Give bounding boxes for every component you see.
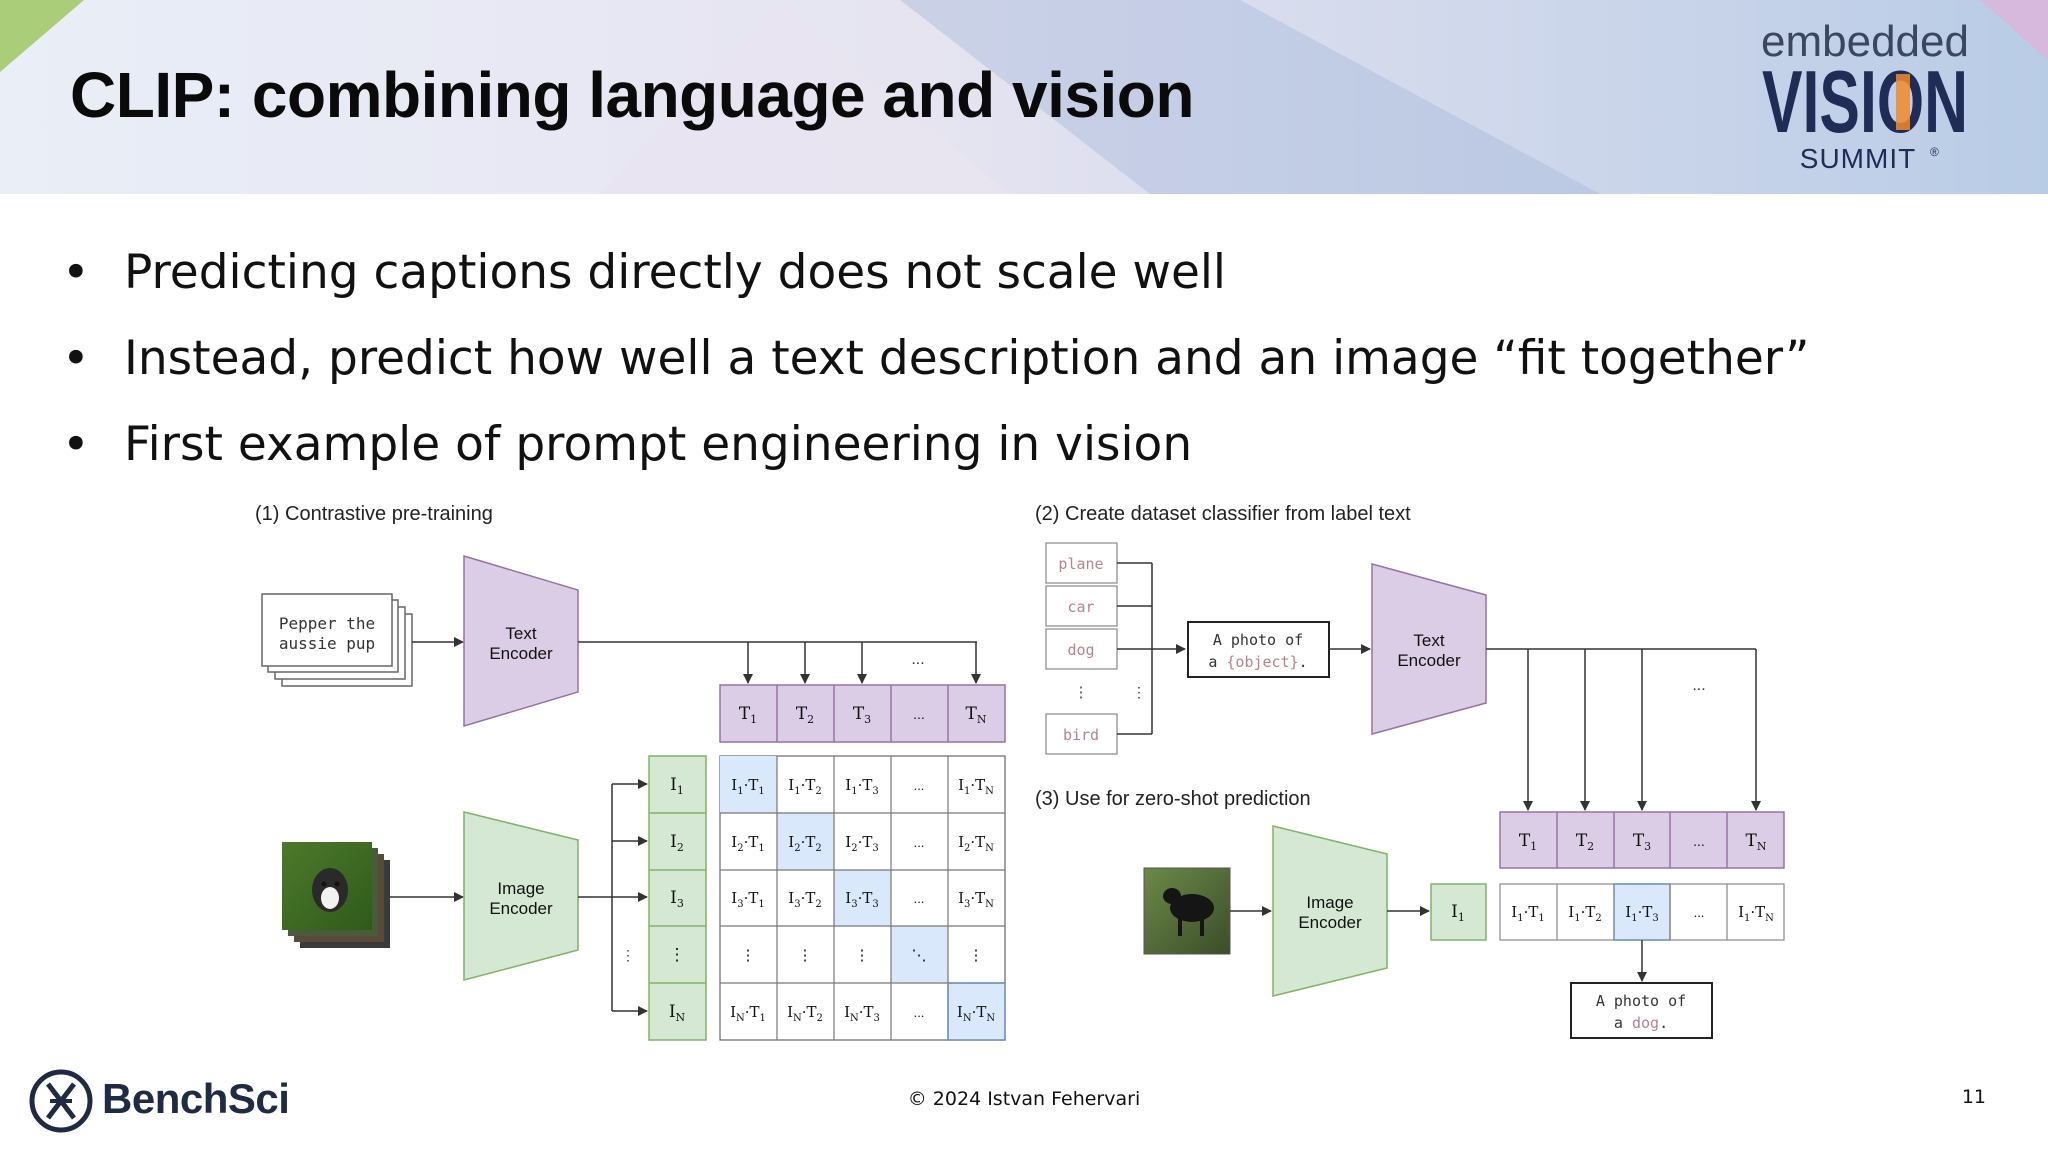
svg-text:⋮: ⋮	[1074, 683, 1089, 701]
benchsci-logo-text: BenchSci	[102, 1075, 290, 1122]
svg-text:...: ...	[914, 778, 925, 793]
clip-diagram: (1) Contrastive pre-training Pepper the …	[255, 503, 1785, 1041]
dog-photo-stack	[282, 842, 390, 948]
embedded-vision-summit-logo: embedded VISION SUMMIT ®	[1761, 17, 1969, 174]
label-dog: dog	[1067, 641, 1094, 659]
page-number: 11	[1961, 1086, 1986, 1108]
bullet-text: Predicting captions directly does not sc…	[124, 245, 1226, 300]
text-embedding-row-2: T1 T2 T3 ... TN	[1499, 811, 1785, 869]
section-1-title: (1) Contrastive pre-training	[255, 503, 493, 525]
prediction-result-box: A photo of a dog.	[1570, 982, 1713, 1039]
text-embedding-row-1: T1 T2 T3 ... TN	[719, 684, 1006, 743]
svg-text:IN·T1: IN·T1	[730, 1003, 766, 1024]
zero-shot-score-row: I1·T1 I1·T2 I1·T3 ... I1·TN	[1499, 883, 1785, 941]
bullet-dot: •	[62, 417, 90, 472]
svg-text:I2·T3: I2·T3	[845, 833, 878, 854]
bullet-item: • Instead, predict how well a text descr…	[62, 331, 1962, 417]
svg-text:...: ...	[914, 835, 925, 850]
image-embedding-i1: I1	[1430, 883, 1487, 941]
svg-text:I2·T1: I2·T1	[731, 833, 764, 854]
svg-text:A photo of: A photo of	[1213, 631, 1303, 649]
caption-line-2: aussie pup	[279, 634, 375, 653]
text-encoder-2: Text Encoder	[1371, 563, 1487, 735]
prompt-template-box: A photo of a {object}.	[1187, 621, 1330, 678]
svg-text:Image: Image	[497, 879, 544, 898]
svg-text:⋮: ⋮	[621, 947, 635, 963]
similarity-matrix: I1·T1 I1·T2 I1·T3 ... I1·TN I2·T1 I2·T2 …	[719, 755, 1006, 1041]
image-encoder-1: Image Encoder	[463, 811, 579, 981]
image-encoder-2: Image Encoder	[1272, 825, 1388, 997]
svg-text:...: ...	[913, 706, 925, 722]
bullet-dot: •	[62, 331, 90, 386]
svg-text:Encoder: Encoder	[1397, 651, 1461, 670]
svg-text:⋮: ⋮	[741, 946, 756, 964]
header-banner: CLIP: combining language and vision embe…	[0, 0, 2048, 194]
bullet-text: First example of prompt engineering in v…	[124, 417, 1193, 472]
svg-text:embedded: embedded	[1761, 17, 1969, 66]
svg-text:Encoder: Encoder	[489, 644, 553, 663]
svg-text:...: ...	[1692, 677, 1705, 694]
copyright-text: © 2024 Istvan Fehervari	[907, 1088, 1141, 1110]
svg-text:...: ...	[914, 891, 925, 906]
svg-text:I1·T1: I1·T1	[1511, 903, 1544, 924]
bullet-item: • Predicting captions directly does not …	[62, 245, 1962, 331]
svg-text:SUMMIT: SUMMIT	[1800, 143, 1916, 174]
svg-text:⋮: ⋮	[669, 945, 686, 965]
bullet-dot: •	[62, 245, 90, 300]
svg-text:Text: Text	[505, 624, 536, 643]
svg-text:⋱: ⋱	[912, 946, 927, 964]
svg-text:⋮: ⋮	[1132, 684, 1146, 700]
svg-text:I2·T2: I2·T2	[788, 833, 821, 854]
svg-text:...: ...	[914, 1005, 925, 1020]
svg-text:a dog.: a dog.	[1614, 1014, 1668, 1032]
bullet-item: • First example of prompt engineering in…	[62, 417, 1962, 503]
label-car: car	[1067, 598, 1094, 616]
label-plane: plane	[1058, 555, 1103, 573]
svg-text:Encoder: Encoder	[1298, 913, 1362, 932]
ellipsis: ...	[911, 651, 924, 668]
zero-shot-dog-photo	[1143, 867, 1231, 955]
svg-text:VISION: VISION	[1762, 52, 1968, 151]
svg-text:...: ...	[1694, 905, 1705, 920]
svg-text:...: ...	[1693, 833, 1705, 849]
svg-text:®: ®	[1930, 145, 1939, 159]
benchsci-logo-icon	[29, 1069, 93, 1133]
section-3-title: (3) Use for zero-shot prediction	[1035, 788, 1311, 810]
svg-text:A photo of: A photo of	[1596, 992, 1686, 1010]
svg-text:a {object}.: a {object}.	[1208, 653, 1307, 671]
caption-line-1: Pepper the	[279, 614, 375, 633]
image-embedding-column: I1 I2 I3 ⋮ IN	[648, 755, 707, 1041]
label-bird: bird	[1063, 726, 1099, 744]
svg-text:⋮: ⋮	[855, 946, 870, 964]
slide-title: CLIP: combining language and vision	[70, 59, 1194, 131]
label-list: plane car dog bird ⋮	[1045, 542, 1118, 755]
section-2-title: (2) Create dataset classifier from label…	[1035, 503, 1411, 525]
svg-text:⋮: ⋮	[798, 946, 813, 964]
header-background	[0, 0, 2048, 194]
svg-text:Image: Image	[1306, 893, 1353, 912]
svg-text:Text: Text	[1413, 631, 1444, 650]
bullet-list: • Predicting captions directly does not …	[62, 245, 1962, 503]
bullet-text: Instead, predict how well a text descrip…	[124, 331, 1810, 386]
svg-text:Encoder: Encoder	[489, 899, 553, 918]
text-encoder-1: Text Encoder	[463, 554, 579, 728]
svg-text:I1·T1: I1·T1	[731, 776, 764, 797]
caption-card-stack: Pepper the aussie pup	[261, 593, 413, 687]
svg-text:⋮: ⋮	[969, 946, 984, 964]
